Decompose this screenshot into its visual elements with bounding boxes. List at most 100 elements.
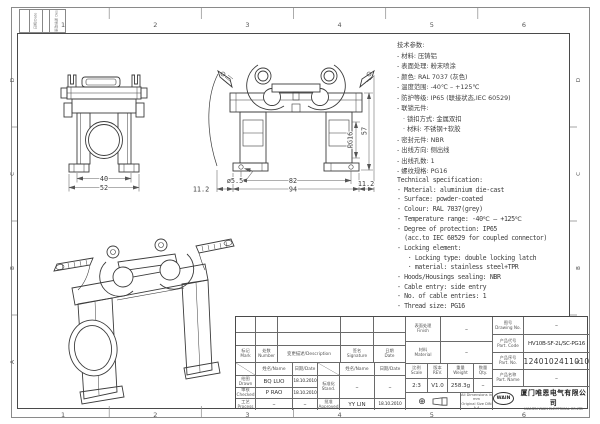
outer-border — [11, 7, 590, 418]
grid-number: 6 — [521, 21, 527, 29]
front-view-dimensions — [68, 173, 140, 192]
side-right-foot — [323, 162, 360, 172]
iso-right-leg — [181, 279, 213, 376]
latch-right-eye — [323, 70, 335, 82]
spec-line: - Degree of protection: IP65 — [397, 224, 497, 233]
front-right-pin — [131, 74, 141, 87]
front-left-pin — [67, 74, 77, 87]
sig-diagonal-cell — [236, 363, 256, 376]
rev-empty-cell — [256, 333, 278, 346]
front-view — [60, 74, 148, 173]
iso-latch-right-eye — [154, 238, 168, 252]
grid-letter: A — [576, 360, 582, 364]
grid-letter: B — [576, 266, 582, 270]
iso-cable-entry-inner — [73, 325, 113, 371]
grid-letter: D — [10, 77, 16, 83]
weight-value: 258.3g — [448, 379, 474, 393]
grid-letter: D — [576, 77, 582, 83]
material-value: – — [441, 342, 493, 364]
projection-cone-icon — [432, 397, 448, 406]
company-name-cn: 厦门唯恩电气有限公司 — [520, 388, 587, 407]
company-name-en: XIAMEN WAIN ELECTRICAL CO.LTD — [524, 406, 583, 411]
specs-english: Technical specification:- Material: alum… — [397, 176, 573, 312]
dim-height: 57 — [361, 127, 369, 135]
corner-cell — [43, 10, 50, 32]
latch-cross-bar — [271, 83, 321, 93]
grid-number: 5 — [429, 410, 434, 419]
spec-line: - Thread size: PG16 — [397, 302, 465, 311]
spec-line: · Locking type: double locking latch — [397, 253, 537, 262]
rev-empty-cell — [341, 333, 374, 346]
spec-line: - 表面处理: 粉末喷涂 — [397, 63, 456, 70]
latch-right-lever-pivot — [366, 71, 372, 77]
latch-left-lever-hatch — [221, 74, 234, 85]
iso-right-lever-hatch — [201, 241, 228, 252]
iso-left-lever-hatch — [61, 259, 88, 270]
iso-latch-left-hook — [99, 261, 134, 297]
latch-left-eye-outer — [254, 67, 272, 85]
iso-latch-left-roller — [112, 266, 134, 288]
grid-number: 1 — [61, 410, 66, 419]
spec-line: - 联锁元件: — [397, 105, 429, 112]
margin-ticks — [11, 8, 577, 417]
spec-line: - 防护等级: IP65 (联接状态,IEC 60529) — [397, 94, 511, 102]
front-top-cap-inner — [85, 78, 117, 86]
side-left-leg — [239, 111, 267, 164]
front-tab-lower-right — [135, 102, 145, 118]
latch-left-hook — [246, 64, 285, 111]
stand-name: – — [340, 376, 375, 399]
grid-number: 2 — [153, 410, 158, 419]
grid-number: 6 — [521, 410, 527, 419]
front-left-foot — [68, 163, 90, 173]
rev-empty-cell — [278, 333, 341, 346]
grid-number: 2 — [153, 21, 158, 29]
latch-left-lever-pivot — [220, 71, 226, 77]
iso-latch-left-eye-hole — [110, 249, 116, 255]
rev-empty-cell — [341, 317, 374, 333]
iso-left-foot — [79, 385, 125, 405]
grid-number: 4 — [337, 410, 342, 419]
spec-line: - 密封元件: NBR — [397, 136, 444, 144]
part-code-value: HV10B-SF-2L/SC-PG16 — [524, 335, 589, 353]
checked-date: 18.10.2010 — [293, 388, 318, 399]
dim-thread: PG16 — [347, 132, 355, 148]
grid-number: 5 — [429, 21, 434, 29]
side-open-latch-contour — [208, 73, 219, 167]
sig-header-date: 日期/Date — [293, 363, 318, 376]
corner-date-label: 日期/Date — [33, 12, 38, 30]
side-foot-lines — [261, 163, 332, 171]
side-flange-lines — [230, 93, 362, 112]
iso-top-deck — [71, 263, 209, 306]
iso-latch-right-eye-hole — [158, 242, 164, 248]
spec-line: · 材料: 不锈钢+软胶 — [397, 126, 461, 133]
grid-number: 3 — [245, 21, 250, 29]
grid-letter: A — [10, 360, 16, 364]
grid-letter: C — [576, 172, 582, 176]
spec-line: - 出线方向: 侧出线 — [397, 147, 450, 154]
spec-line: - Locking element: — [397, 243, 462, 252]
iso-latch-right-hook — [159, 253, 195, 290]
rev-value: V1.0 — [428, 379, 448, 393]
front-flange-lines — [67, 87, 141, 99]
front-cable-opening-outer — [85, 121, 123, 159]
spec-line: (acc.to IEC 60529 for coupled connector) — [397, 234, 547, 243]
drawing-no-value: – — [524, 317, 589, 335]
spec-line: - Surface: powder-coated — [397, 195, 483, 204]
spec-line: - Temperature range: -40℃ – +125℃ — [397, 214, 522, 223]
dim-span-inner: 82 — [289, 177, 297, 185]
